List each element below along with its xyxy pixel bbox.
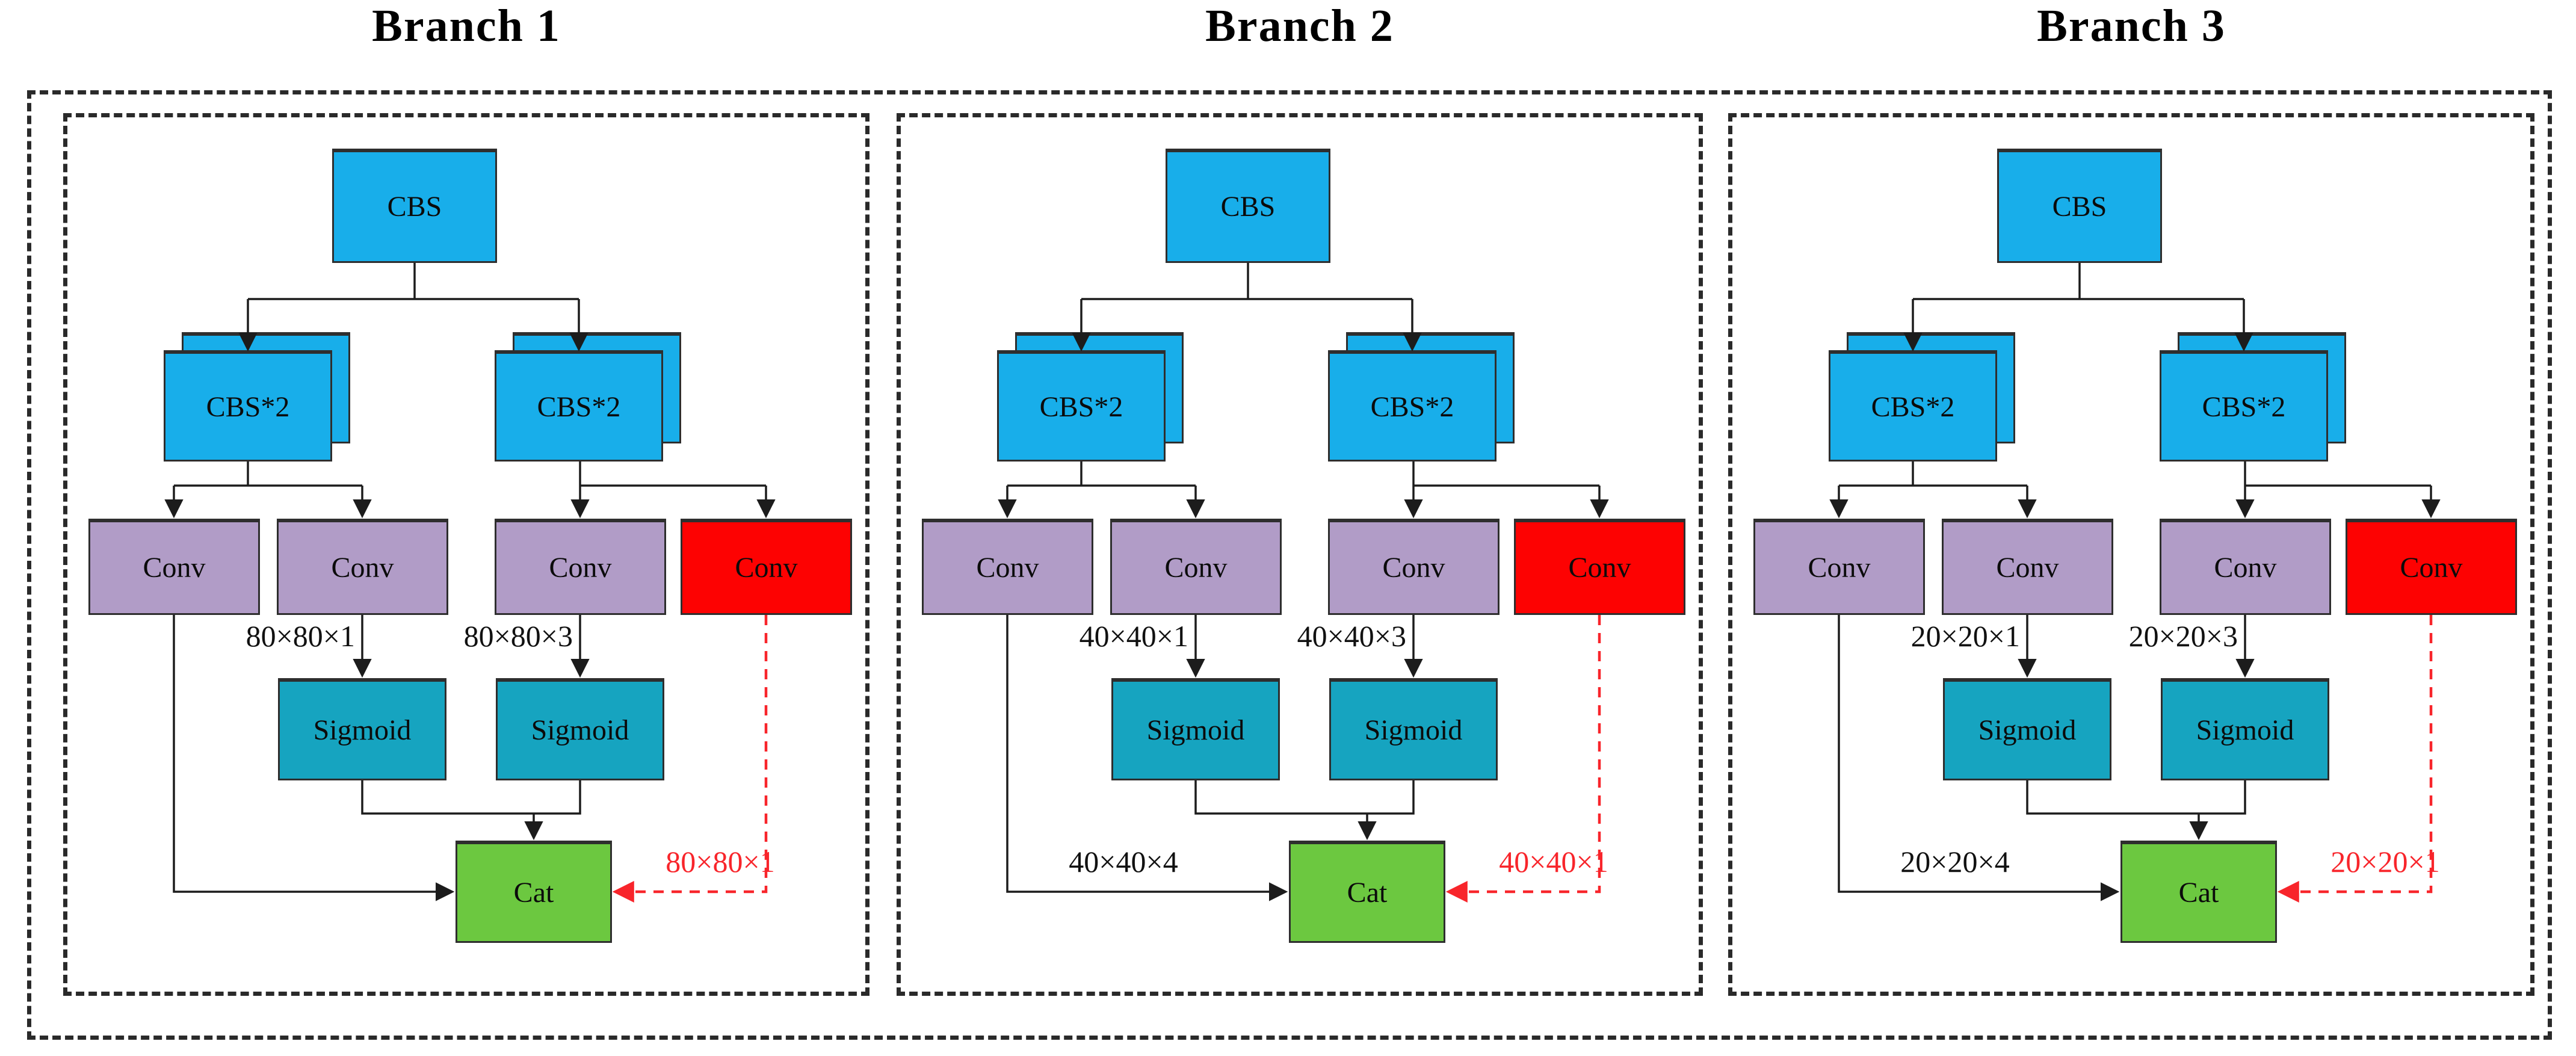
dim-label-cat-input: 20×20×4 xyxy=(1900,845,2010,878)
conv-box-1: Conv xyxy=(1753,519,1925,615)
branch-1-panel: CBS CBS*2 CBS*2 Conv Conv Conv Conv Sigm… xyxy=(63,113,869,996)
branch-2-panel: CBS CBS*2 CBS*2 Conv Conv Conv Conv Sigm… xyxy=(897,113,1703,996)
dim-label-obj: 80×80×1 xyxy=(246,619,355,653)
cbs2-right-box: CBS*2 xyxy=(495,350,663,462)
conv-box-2: Conv xyxy=(277,519,448,615)
sigmoid-right-box: Sigmoid xyxy=(496,678,664,780)
sigmoid-left-box: Sigmoid xyxy=(1943,678,2111,780)
conv-box-1: Conv xyxy=(922,519,1093,615)
sigmoid-right-box: Sigmoid xyxy=(2161,678,2329,780)
dim-label-cls: 80×80×3 xyxy=(463,619,573,653)
dim-label-obj: 20×20×1 xyxy=(1910,619,2020,653)
sigmoid-left-box: Sigmoid xyxy=(1111,678,1280,780)
branch-3-panel: CBS CBS*2 CBS*2 Conv Conv Conv Conv Sigm… xyxy=(1728,113,2534,996)
dim-label-red: 40×40×1 xyxy=(1499,845,1608,878)
branch-3-title: Branch 3 xyxy=(2037,1,2226,51)
dim-label-cat-input: 40×40×4 xyxy=(1069,845,1178,878)
conv-box-red: Conv xyxy=(1514,519,1685,615)
conv-box-red: Conv xyxy=(2346,519,2517,615)
dim-label-cls: 20×20×3 xyxy=(2128,619,2238,653)
cbs2-left-box: CBS*2 xyxy=(997,350,1166,462)
branch-2-title: Branch 2 xyxy=(1205,1,1394,51)
dim-label-red: 80×80×1 xyxy=(666,845,775,878)
cbs-box: CBS xyxy=(1166,149,1330,263)
cat-box: Cat xyxy=(1289,841,1445,943)
branch-1-title: Branch 1 xyxy=(372,1,561,51)
cat-box: Cat xyxy=(456,841,612,943)
conv-box-2: Conv xyxy=(1942,519,2113,615)
outer-dashed-border xyxy=(27,90,2552,1040)
sigmoid-merge-line xyxy=(361,780,581,815)
sigmoid-right-box: Sigmoid xyxy=(1329,678,1498,780)
dim-label-cls: 40×40×3 xyxy=(1297,619,1406,653)
conv-box-red: Conv xyxy=(681,519,852,615)
sigmoid-left-box: Sigmoid xyxy=(278,678,446,780)
cbs-box: CBS xyxy=(1997,149,2162,263)
conv-box-3: Conv xyxy=(2160,519,2331,615)
cbs2-right-box: CBS*2 xyxy=(2160,350,2328,462)
cat-box: Cat xyxy=(2120,841,2277,943)
dim-label-obj: 40×40×1 xyxy=(1079,619,1188,653)
cbs2-right-box: CBS*2 xyxy=(1328,350,1496,462)
conv-box-3: Conv xyxy=(495,519,666,615)
conv-box-2: Conv xyxy=(1110,519,1282,615)
dim-label-red: 20×20×1 xyxy=(2330,845,2440,878)
conv-box-1: Conv xyxy=(88,519,260,615)
conv-box-3: Conv xyxy=(1328,519,1500,615)
cbs-box: CBS xyxy=(332,149,497,263)
cbs2-left-box: CBS*2 xyxy=(1829,350,1997,462)
cbs2-left-box: CBS*2 xyxy=(164,350,332,462)
